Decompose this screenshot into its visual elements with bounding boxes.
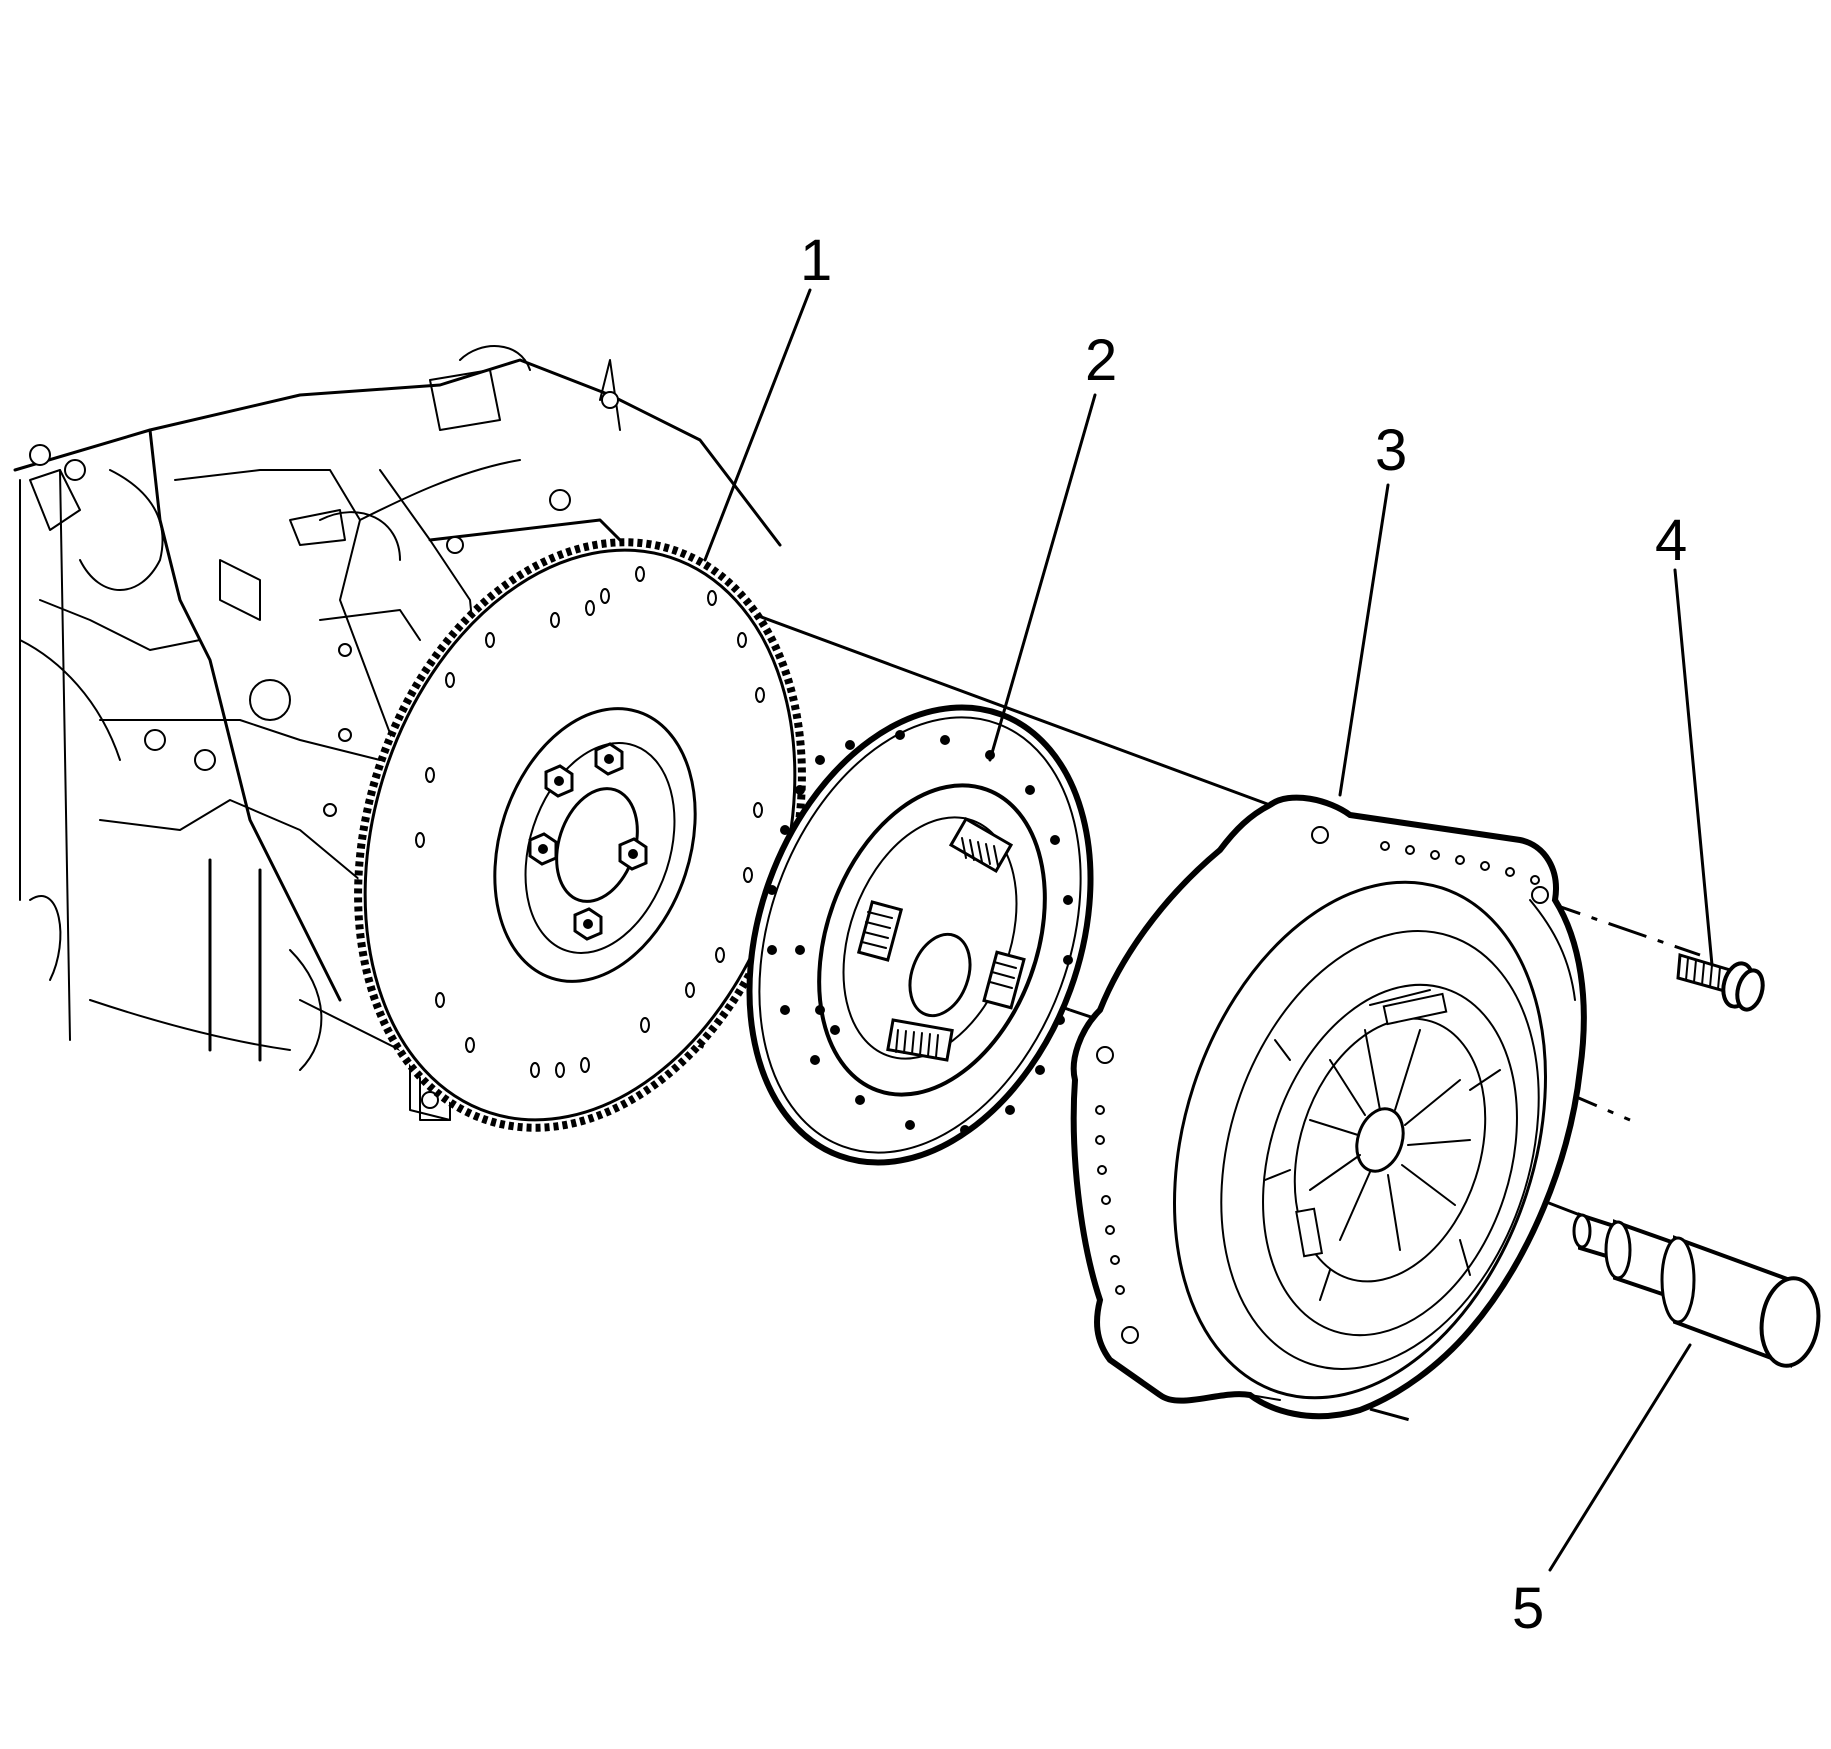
callouts: 1 2 3 4 5 [800, 228, 1687, 1641]
flywheel-bolts [528, 742, 648, 941]
callout-1: 1 [800, 228, 832, 293]
bolt [1676, 953, 1765, 1012]
damper-springs [856, 816, 1026, 1062]
leader-lines [703, 288, 1714, 1572]
flywheel [354, 538, 806, 1132]
callout-4: 4 [1655, 508, 1687, 573]
callout-3: 3 [1375, 418, 1407, 483]
callout-2: 2 [1085, 328, 1117, 393]
cover-holes [1095, 826, 1549, 1344]
flywheel-holes [415, 566, 765, 1078]
diaphragm-fingers [1264, 989, 1501, 1301]
pressure-plate [1070, 794, 1587, 1420]
clutch-disc [746, 704, 1094, 1166]
alignment-tool [1572, 1212, 1821, 1368]
callout-5: 5 [1512, 1576, 1544, 1641]
